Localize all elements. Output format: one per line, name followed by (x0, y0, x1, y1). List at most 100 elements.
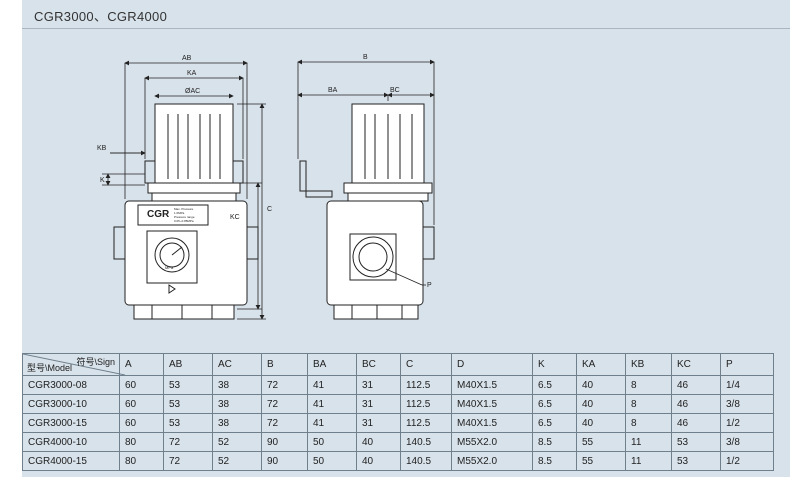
col-header: BC (356, 353, 401, 376)
col-header: K (532, 353, 577, 376)
plate-line-1: Max. Pressure (174, 207, 194, 211)
value-cell: 60 (119, 375, 164, 395)
value-cell: 53 (163, 375, 213, 395)
value-cell: 40 (356, 432, 401, 452)
dim-kb: KB (97, 145, 107, 152)
value-cell: 72 (163, 432, 213, 452)
value-cell: 1/2 (720, 413, 774, 433)
value-cell: 46 (671, 413, 721, 433)
value-cell: 46 (671, 394, 721, 414)
col-header: C (400, 353, 452, 376)
model-cell: CGR3000-08 (22, 375, 120, 395)
dim-ba: BA (328, 87, 338, 94)
dim-b: B (363, 54, 368, 61)
value-cell: 6.5 (532, 375, 577, 395)
value-cell: 112.5 (400, 375, 452, 395)
value-cell: 53 (163, 413, 213, 433)
value-cell: 72 (261, 413, 308, 433)
value-cell: 11 (625, 432, 672, 452)
value-cell: 41 (307, 375, 357, 395)
value-cell: 90 (261, 451, 308, 471)
model-label: 型号\Model (27, 363, 73, 373)
model-cell: CGR3000-10 (22, 394, 120, 414)
value-cell: 40 (576, 413, 626, 433)
front-view (113, 103, 259, 320)
col-header: B (261, 353, 308, 376)
value-cell: 72 (163, 451, 213, 471)
page-title: CGR3000、CGR4000 (34, 9, 168, 24)
value-cell: 8.5 (532, 451, 577, 471)
model-cell: CGR3000-15 (22, 413, 120, 433)
value-cell: 53 (163, 394, 213, 414)
value-cell: 11 (625, 451, 672, 471)
value-cell: M55X2.0 (451, 451, 533, 471)
value-cell: 112.5 (400, 413, 452, 433)
col-header: D (451, 353, 533, 376)
value-cell: 38 (212, 394, 262, 414)
value-cell: 40 (576, 375, 626, 395)
value-cell: 41 (307, 394, 357, 414)
plate-line-3: Pressure range (174, 215, 195, 219)
sign-label: 符号\Sign (76, 357, 115, 367)
value-cell: 1/4 (720, 375, 774, 395)
value-cell: 72 (261, 375, 308, 395)
dim-c: C (267, 206, 272, 213)
value-cell: 60 (119, 394, 164, 414)
value-cell: M40X1.5 (451, 413, 533, 433)
col-header: KC (671, 353, 721, 376)
value-cell: 52 (212, 451, 262, 471)
value-cell: 40 (576, 394, 626, 414)
value-cell: M40X1.5 (451, 394, 533, 414)
col-header: AC (212, 353, 262, 376)
body-label: CGR (147, 209, 170, 220)
dim-bc: BC (390, 87, 400, 94)
diagonal-divider (23, 354, 125, 375)
dim-k: K (100, 177, 105, 184)
value-cell: 55 (576, 451, 626, 471)
technical-drawing: AB KA ØAC KB K KC C B BA BC P CGR Max. P… (97, 54, 435, 320)
model-cell: CGR4000-10 (22, 432, 120, 452)
value-cell: 6.5 (532, 394, 577, 414)
dim-ac: ØAC (185, 88, 200, 95)
value-cell: 40 (356, 451, 401, 471)
value-cell: 50 (307, 451, 357, 471)
value-cell: 46 (671, 375, 721, 395)
value-cell: 52 (212, 432, 262, 452)
value-cell: 53 (671, 451, 721, 471)
value-cell: 8 (625, 375, 672, 395)
value-cell: 8 (625, 413, 672, 433)
col-header: A (119, 353, 164, 376)
value-cell: 31 (356, 394, 401, 414)
title-bar: CGR3000、CGR4000 (22, 0, 790, 29)
dim-ka: KA (187, 70, 197, 77)
value-cell: 8.5 (532, 432, 577, 452)
gauge-unit: MPa (165, 265, 174, 270)
value-cell: 72 (261, 394, 308, 414)
dim-ab: AB (182, 55, 192, 62)
value-cell: M40X1.5 (451, 375, 533, 395)
value-cell: 31 (356, 413, 401, 433)
value-cell: 60 (119, 413, 164, 433)
value-cell: 140.5 (400, 432, 452, 452)
spec-table: 符号\Sign 型号\Model A AB AC B BA BC C D K K… (22, 353, 774, 471)
plate-line-4: 0.05~0.85MPa (174, 219, 194, 223)
value-cell: 53 (671, 432, 721, 452)
value-cell: 8 (625, 394, 672, 414)
table-header-row: 符号\Sign 型号\Model A AB AC B BA BC C D K K… (22, 353, 774, 376)
col-header: BA (307, 353, 357, 376)
value-cell: 31 (356, 375, 401, 395)
value-cell: 140.5 (400, 451, 452, 471)
value-cell: 55 (576, 432, 626, 452)
dim-kc: KC (230, 214, 240, 221)
value-cell: 112.5 (400, 394, 452, 414)
panel: CGR3000、CGR4000 (22, 0, 790, 477)
value-cell: M55X2.0 (451, 432, 533, 452)
value-cell: 41 (307, 413, 357, 433)
corner-header: 符号\Sign 型号\Model (22, 353, 125, 376)
side-view (299, 103, 435, 320)
col-header: KA (576, 353, 626, 376)
